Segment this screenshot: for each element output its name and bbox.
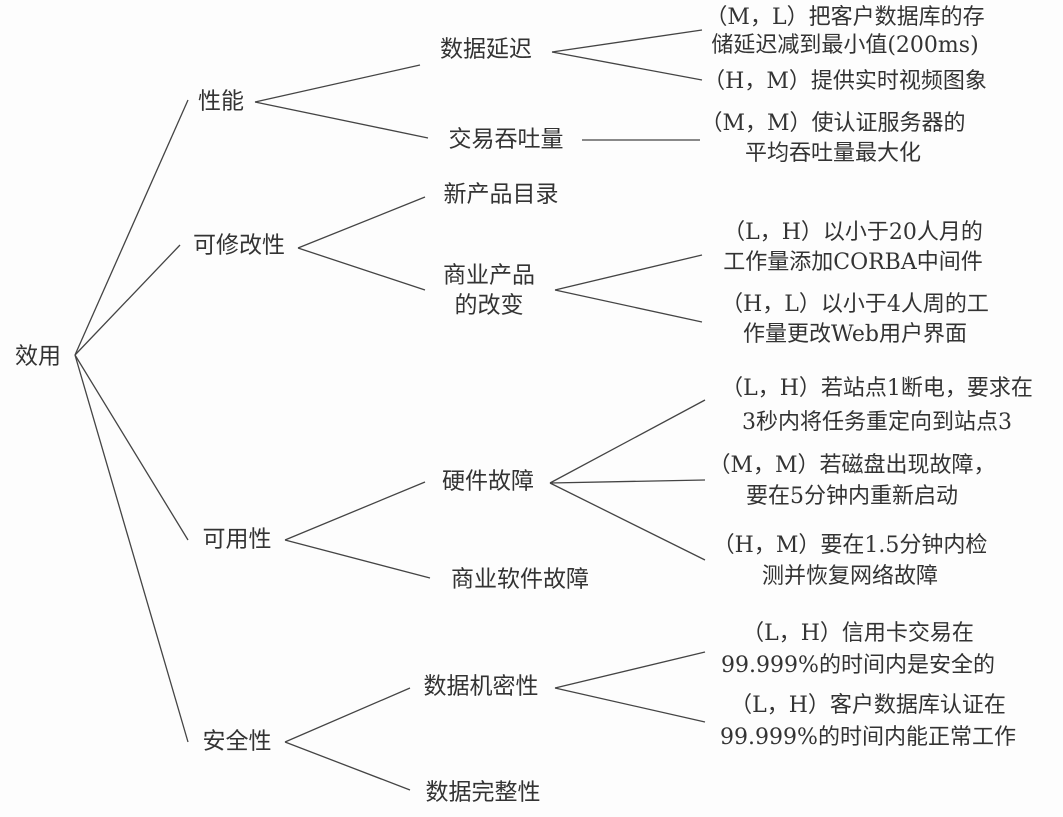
edge xyxy=(549,399,706,484)
scenario-10-line2: 99.999%的时间内能正常工作 xyxy=(720,725,1016,750)
refinement-confidentiality: 数据机密性 xyxy=(423,673,539,700)
refinement-integrity: 数据完整性 xyxy=(425,779,541,806)
edge xyxy=(74,99,189,356)
refinement-product-change-line2: 的改变 xyxy=(454,292,524,319)
edge xyxy=(284,687,411,743)
edge xyxy=(254,64,421,103)
scenario-4-line2: 工作量添加CORBA中间件 xyxy=(723,250,983,275)
scenario-7-line1: （M，M）若磁盘出现故障， xyxy=(708,453,996,478)
edge xyxy=(254,101,429,139)
attribute-security: 安全性 xyxy=(202,728,272,755)
scenario-6-line1: （L，H）若站点1断电，要求在 xyxy=(721,376,1033,401)
edge xyxy=(297,247,426,291)
scenario-3-line2: 平均吞吐量最大化 xyxy=(744,141,922,166)
scenario-4-line1: （L，H）以小于20人月的 xyxy=(723,220,983,245)
edge xyxy=(74,354,189,743)
scenario-9-line2: 99.999%的时间内是安全的 xyxy=(721,653,995,678)
edge xyxy=(554,651,706,689)
edge xyxy=(554,687,706,723)
scenario-10-line1: （L，H）客户数据库认证在 xyxy=(730,693,1006,718)
root-node: 效用 xyxy=(15,343,61,370)
scenario-1-line1: （M，L）把客户数据库的存 xyxy=(705,5,985,30)
scenario-8-line2: 测并恢复网络故障 xyxy=(761,564,939,589)
scenario-3-line1: （M，M）使认证服务器的 xyxy=(700,111,966,136)
scenario-9-line1: （L，H）信用卡交易在 xyxy=(742,621,974,646)
attribute-modifiability: 可修改性 xyxy=(193,232,285,259)
edge xyxy=(74,354,189,541)
edge xyxy=(284,539,431,579)
attribute-availability: 可用性 xyxy=(202,526,272,553)
edge xyxy=(551,51,703,81)
attribute-performance: 性能 xyxy=(198,88,244,115)
refinement-hardware-failure: 硬件故障 xyxy=(442,468,534,495)
edge xyxy=(74,244,181,356)
scenario-7-line2: 要在5分钟内重新启动 xyxy=(746,484,958,509)
edge xyxy=(549,479,706,484)
edge xyxy=(551,29,703,53)
scenario-8-line1: （H，M）要在1.5分钟内检 xyxy=(712,533,988,558)
edge xyxy=(284,481,426,541)
scenario-1-line2: 储延迟减到最小值(200ms) xyxy=(711,33,979,58)
refinement-data-latency: 数据延迟 xyxy=(440,36,532,63)
scenario-5-line1: （H，L）以小于4人周的工 xyxy=(721,292,989,317)
refinement-product-change-line1: 商业产品 xyxy=(443,262,535,289)
scenario-2: （H，M）提供实时视频图象 xyxy=(703,69,987,94)
edge xyxy=(554,289,703,323)
refinement-throughput: 交易吞吐量 xyxy=(448,126,564,153)
scenario-5-line2: 作量更改Web用户界面 xyxy=(743,322,967,347)
edge xyxy=(297,196,426,249)
scenario-6-line2: 3秒内将任务重定向到站点3 xyxy=(742,410,1012,435)
edge xyxy=(284,741,411,791)
edge xyxy=(554,254,703,291)
refinement-software-failure: 商业软件故障 xyxy=(451,566,589,593)
refinement-new-catalog: 新产品目录 xyxy=(443,181,559,208)
edge xyxy=(549,482,706,561)
